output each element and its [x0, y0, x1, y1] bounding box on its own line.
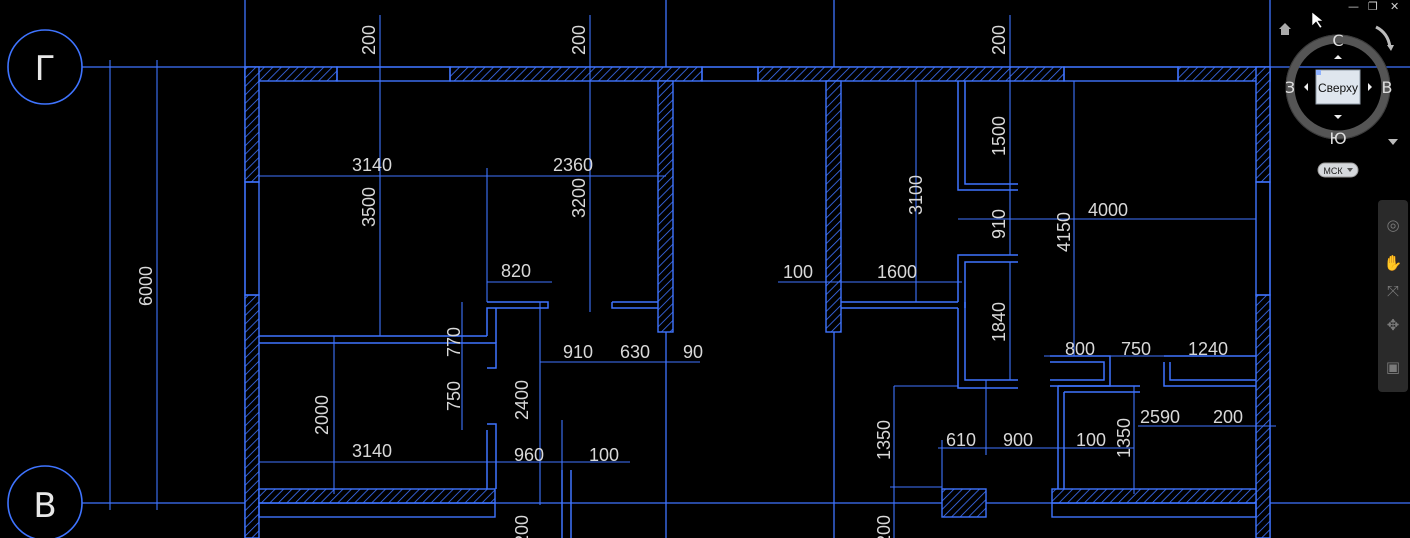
vdim-200-low2: 200 — [874, 515, 894, 538]
compass-east[interactable]: В — [1382, 78, 1393, 97]
cube-arrow-left-icon[interactable] — [1304, 83, 1308, 91]
vdim-750: 750 — [444, 381, 464, 411]
compass-west[interactable]: З — [1285, 78, 1295, 97]
vdim-1350-a: 1350 — [874, 420, 894, 460]
vdim-200-b: 200 — [569, 25, 589, 55]
dim-4000: 4000 — [1088, 200, 1128, 220]
axis-bubble-top: Г — [7, 29, 83, 105]
dim-1240: 1240 — [1188, 339, 1228, 359]
steering-wheel-icon[interactable]: ◎ — [1386, 216, 1400, 234]
mouse-cursor-icon — [1311, 11, 1324, 29]
vdim-910: 910 — [989, 209, 1009, 239]
cube-menu-icon[interactable] — [1388, 139, 1398, 145]
orbit-icon[interactable]: ✥ — [1386, 316, 1400, 334]
ucs-dropdown-icon[interactable] — [1347, 168, 1353, 172]
vdim-3500: 3500 — [359, 187, 379, 227]
dim-100-mid: 100 — [783, 262, 813, 282]
rotate-icon[interactable] — [1375, 25, 1392, 48]
dim-3140-top: 3140 — [352, 155, 392, 175]
dimension-texts-v: 6000 200 200 200 3500 3200 770 750 2400 … — [136, 25, 1134, 538]
dim-630: 630 — [620, 342, 650, 362]
axis-label-bottom: В — [33, 486, 56, 526]
viewcube[interactable]: Сверху С Ю З В — [1285, 25, 1398, 148]
dimension-texts-h: 3140 2360 820 910 630 90 3140 960 100 10… — [352, 155, 1243, 465]
restore-button[interactable]: ❐ — [1368, 0, 1378, 13]
ucs-button[interactable]: МСК — [1317, 162, 1359, 178]
minimize-button[interactable]: — — [1348, 0, 1359, 13]
dim-100-right: 100 — [1076, 430, 1106, 450]
pan-hand-icon[interactable]: ✋ — [1383, 254, 1403, 272]
vdim-1840: 1840 — [989, 302, 1009, 342]
zoom-extents-icon[interactable]: ⤧ — [1386, 282, 1399, 300]
dim-910-mid: 910 — [563, 342, 593, 362]
vdim-770: 770 — [444, 327, 464, 357]
walls — [244, 66, 1271, 538]
dim-820: 820 — [501, 261, 531, 281]
vdim-1350-b: 1350 — [1114, 418, 1134, 458]
dim-90: 90 — [683, 342, 703, 362]
vdim-1500: 1500 — [989, 116, 1009, 156]
axis-label-top: Г — [35, 49, 56, 89]
vdim-200-low1: 200 — [512, 515, 532, 538]
dim-100-bottom: 100 — [589, 445, 619, 465]
dim-610: 610 — [946, 430, 976, 450]
vdim-2000: 2000 — [312, 395, 332, 435]
dim-960: 960 — [514, 445, 544, 465]
dim-800: 800 — [1065, 339, 1095, 359]
home-icon[interactable] — [1279, 23, 1291, 35]
partitions — [259, 81, 1256, 538]
vdim-3200: 3200 — [569, 178, 589, 218]
vdim-2400: 2400 — [512, 380, 532, 420]
vdim-4150: 4150 — [1054, 212, 1074, 252]
cube-arrow-right-icon[interactable] — [1368, 83, 1372, 91]
close-button[interactable]: ✕ — [1390, 0, 1400, 13]
axis-bubble-bottom: В — [7, 465, 83, 538]
compass-south[interactable]: Ю — [1329, 129, 1346, 148]
showmotion-icon[interactable]: ▣ — [1385, 358, 1401, 376]
dim-2360: 2360 — [553, 155, 593, 175]
window-controls: — ❐ ✕ — [1346, 0, 1410, 14]
cube-arrow-up-icon[interactable] — [1334, 55, 1342, 59]
dim-200-right: 200 — [1213, 407, 1243, 427]
vdim-3100: 3100 — [906, 175, 926, 215]
dim-750-h: 750 — [1121, 339, 1151, 359]
dim-1600: 1600 — [877, 262, 917, 282]
vdim-200-a: 200 — [359, 25, 379, 55]
vdim-200-c: 200 — [989, 25, 1009, 55]
compass-north[interactable]: С — [1332, 31, 1343, 50]
dimension-lines — [109, 15, 1276, 538]
navigation-bar: ◎ ✋ ⤧ ✥ ▣ — [1378, 200, 1408, 392]
dim-6000: 6000 — [136, 266, 156, 306]
viewcube-face-top[interactable]: Сверху — [1318, 81, 1358, 95]
cube-arrow-down-icon[interactable] — [1334, 115, 1342, 119]
ucs-label[interactable]: МСК — [1323, 166, 1343, 176]
dim-3140-bottom: 3140 — [352, 441, 392, 461]
dim-900: 900 — [1003, 430, 1033, 450]
dim-2590: 2590 — [1140, 407, 1180, 427]
